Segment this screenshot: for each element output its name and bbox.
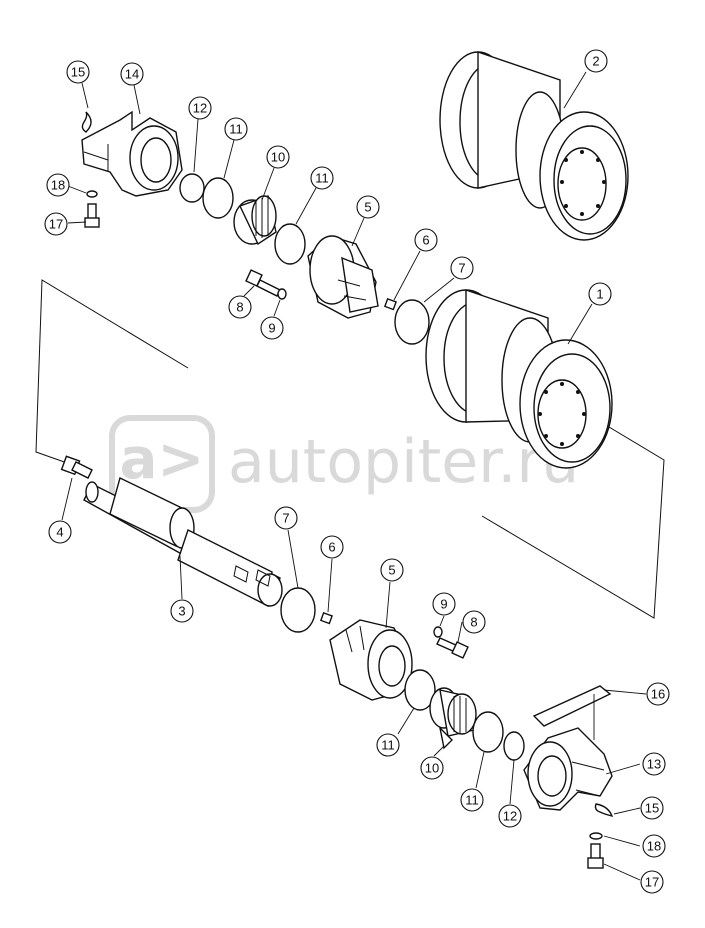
o-ring-7-upper <box>394 299 430 345</box>
callout-13: 13 <box>642 752 666 776</box>
floating-seal-10-upper <box>233 195 277 246</box>
callout-12-lower: 12 <box>498 804 522 828</box>
pin-6-upper <box>383 297 397 311</box>
bolt-17-upper <box>84 203 100 228</box>
callout-11-lower-b: 11 <box>460 788 484 812</box>
svg-text:17: 17 <box>645 875 659 890</box>
callout-10-lower: 10 <box>420 756 444 780</box>
callout-18-upper: 18 <box>46 173 70 197</box>
callout-5-upper: 5 <box>356 195 380 219</box>
track-roller-1 <box>425 289 613 469</box>
svg-text:3: 3 <box>178 604 185 619</box>
washer-9-lower <box>433 626 443 638</box>
watermark: a> autopiter.ru <box>109 415 579 513</box>
o-ring-11-lower-b <box>472 711 504 753</box>
collar-5-upper <box>307 235 379 319</box>
o-ring-11-upper-b <box>274 223 306 265</box>
callout-5-lower: 5 <box>380 558 404 582</box>
svg-text:6: 6 <box>328 540 335 555</box>
leader-lines <box>61 71 647 881</box>
bolt-8-lower <box>436 637 469 659</box>
svg-text:11: 11 <box>229 122 243 137</box>
callout-8-upper: 8 <box>228 295 252 319</box>
collar-13 <box>523 727 613 811</box>
svg-text:7: 7 <box>282 511 289 526</box>
callout-2: 2 <box>584 49 608 73</box>
callout-15-lower: 15 <box>640 796 664 820</box>
plate-16 <box>532 685 612 727</box>
callout-7-lower: 7 <box>274 506 298 530</box>
callouts: 15 14 12 11 10 11 5 18 17 6 7 8 9 2 1 4 … <box>44 49 670 894</box>
callout-6-upper: 6 <box>414 228 438 252</box>
svg-text:11: 11 <box>465 793 479 808</box>
pin-15-lower <box>594 803 614 818</box>
o-ring-12-lower <box>503 731 525 761</box>
callout-14: 14 <box>120 62 144 86</box>
callout-11-upper-a: 11 <box>224 117 248 141</box>
svg-text:9: 9 <box>440 597 447 612</box>
pin-15-upper <box>81 111 92 133</box>
callout-4: 4 <box>48 520 72 544</box>
plug-4 <box>60 455 93 479</box>
o-ring-11-lower-a <box>404 669 436 711</box>
bolt-17-lower <box>587 843 604 869</box>
collar-14 <box>81 110 183 197</box>
svg-text:8: 8 <box>236 300 243 315</box>
svg-text:2: 2 <box>592 54 599 69</box>
svg-text:5: 5 <box>388 563 395 578</box>
svg-text:11: 11 <box>315 171 329 186</box>
callout-17-upper: 17 <box>44 212 68 236</box>
svg-text:18: 18 <box>51 178 65 193</box>
svg-text:18: 18 <box>647 839 661 854</box>
bolt-8-upper <box>245 269 281 297</box>
callout-9-upper: 9 <box>260 316 284 340</box>
callout-11-lower-a: 11 <box>376 733 400 757</box>
callout-17-lower: 17 <box>640 870 664 894</box>
svg-text:5: 5 <box>364 200 371 215</box>
callout-8-lower: 8 <box>462 610 486 634</box>
callout-18-lower: 18 <box>642 834 666 858</box>
o-ring-11-upper-a <box>202 177 234 219</box>
floating-seal-10-lower <box>429 687 477 750</box>
o-ring-12-upper <box>179 173 205 203</box>
callout-16: 16 <box>646 682 670 706</box>
callout-10-upper: 10 <box>266 145 290 169</box>
callout-9-lower: 9 <box>432 592 456 616</box>
callout-3: 3 <box>170 599 194 623</box>
svg-text:7: 7 <box>458 261 465 276</box>
collar-5-lower <box>329 619 413 701</box>
svg-text:9: 9 <box>268 321 275 336</box>
svg-text:12: 12 <box>503 809 517 824</box>
o-ring-7-lower <box>280 587 316 633</box>
callout-11-upper-b: 11 <box>310 166 334 190</box>
svg-text:14: 14 <box>125 67 139 82</box>
assembly-guide-lines <box>35 279 665 619</box>
svg-text:13: 13 <box>647 757 661 772</box>
callout-7-upper: 7 <box>450 256 474 280</box>
callout-15-upper: 15 <box>66 60 90 84</box>
washer-18-upper <box>86 190 98 198</box>
svg-text:10: 10 <box>425 761 439 776</box>
washer-18-lower <box>589 832 603 840</box>
callout-6-lower: 6 <box>320 535 344 559</box>
svg-text:17: 17 <box>49 217 63 232</box>
svg-text:6: 6 <box>422 233 429 248</box>
callout-1: 1 <box>588 282 612 306</box>
svg-text:15: 15 <box>71 65 85 80</box>
svg-text:11: 11 <box>381 738 395 753</box>
washer-9-upper <box>277 288 287 300</box>
svg-text:4: 4 <box>56 525 63 540</box>
svg-text:12: 12 <box>193 101 207 116</box>
watermark-logo: a> <box>120 427 205 492</box>
svg-text:8: 8 <box>470 615 477 630</box>
svg-text:10: 10 <box>271 150 285 165</box>
svg-text:16: 16 <box>651 687 665 702</box>
callout-12-upper: 12 <box>188 96 212 120</box>
svg-text:1: 1 <box>596 287 603 302</box>
pin-6-lower <box>319 611 333 625</box>
track-roller-2 <box>439 51 629 241</box>
shaft-3 <box>83 477 283 608</box>
svg-text:15: 15 <box>645 801 659 816</box>
